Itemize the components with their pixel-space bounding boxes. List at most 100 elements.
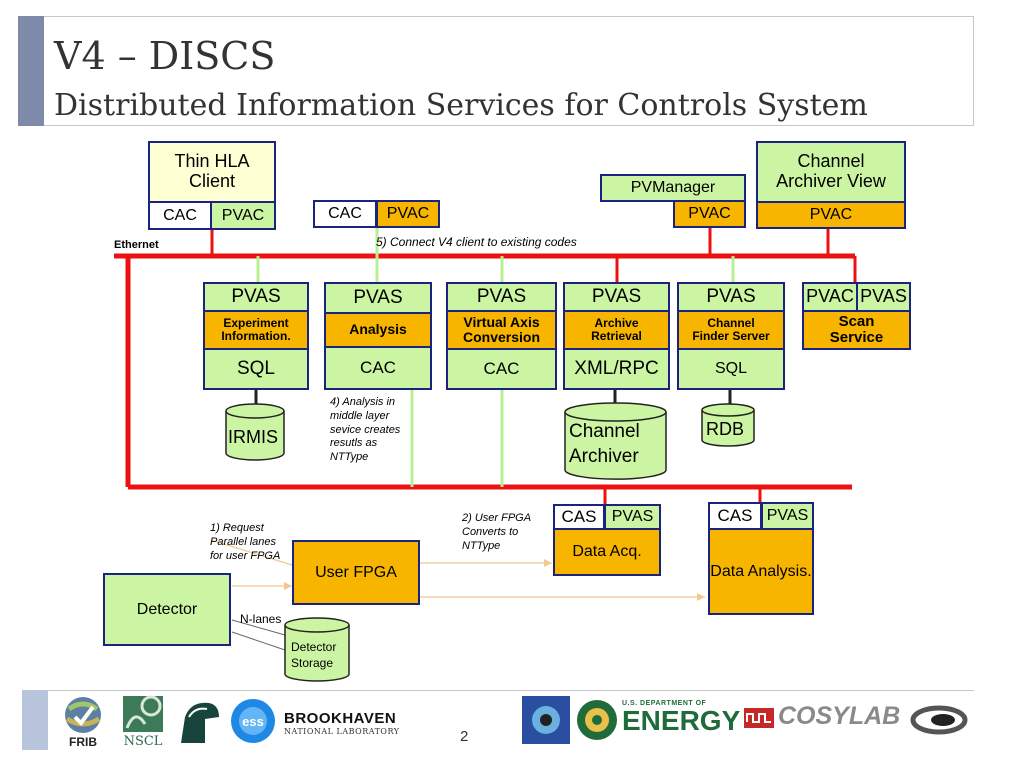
service-pvas: PVAS xyxy=(563,282,670,312)
service-name-line2: Information. xyxy=(221,329,291,343)
service-name-line2: Conversion xyxy=(462,329,540,345)
detector-storage-line1: Detector xyxy=(291,640,337,654)
service-backend: SQL xyxy=(677,348,785,390)
analysis-note-line: NTType xyxy=(330,451,369,463)
request-note: 1) Request Parallel lanes for user FPGA xyxy=(210,522,280,563)
irmis-database: IRMIS xyxy=(224,403,286,461)
service-name-line2: Finder Server xyxy=(692,329,770,343)
data-analysis-pvas: PVAS xyxy=(761,502,814,530)
fpga-note-line: NTType xyxy=(462,539,501,552)
virtual-axis-conversion-service: Virtual Axis Conversion xyxy=(446,310,557,350)
rdb-label: RDB xyxy=(706,419,745,439)
analysis-note-line: middle layer xyxy=(330,409,390,422)
nscl-text: NSCL xyxy=(123,733,163,749)
archiver-view-box: Channel Archiver View xyxy=(756,141,906,203)
doe-seal-logo xyxy=(574,694,620,746)
doe-big-text: ENERGY xyxy=(622,705,741,736)
brookhaven-subtext: NATIONAL LABORATORY xyxy=(284,727,400,736)
detector-storage: Detector Storage xyxy=(283,616,351,684)
irmis-label: IRMIS xyxy=(228,427,279,447)
thin-hla-pvac: PVAC xyxy=(210,201,276,230)
ethernet-label: Ethernet xyxy=(114,239,159,251)
scan-service: Scan Service xyxy=(802,310,911,350)
rdb-database: RDB xyxy=(700,402,756,448)
title-frame xyxy=(44,16,974,126)
footer-accent-bar xyxy=(22,690,48,750)
data-acq-box: Data Acq. xyxy=(553,528,661,576)
detector-storage-label: Detector Storage xyxy=(283,640,351,671)
pvmanager-box: PVManager xyxy=(600,174,746,202)
fpga-note-line: 2) User FPGA xyxy=(462,512,532,524)
thin-hla-line2: Client xyxy=(188,171,236,191)
page-subtitle: Distributed Information Services for Con… xyxy=(54,88,868,123)
swirl-icon xyxy=(910,705,968,735)
service-name-line1: Experiment xyxy=(223,315,289,330)
page-number: 2 xyxy=(460,728,469,745)
service-backend: CAC xyxy=(324,346,432,390)
archiver-view-line1: Channel xyxy=(797,151,865,172)
data-analysis-box: Data Analysis. xyxy=(708,528,814,615)
analysis-service: Analysis xyxy=(324,312,432,348)
thin-hla-client-box: Thin HLA Client xyxy=(148,141,276,203)
footer-line xyxy=(48,690,974,691)
cosylab-text: COSYLAB xyxy=(778,702,901,730)
doe-seal-icon xyxy=(577,700,617,740)
analysis-note-line: sevice creates xyxy=(330,423,401,436)
fpga-note: 2) User FPGA Converts to NTType xyxy=(462,512,531,553)
brookhaven-logo: BROOKHAVEN NATIONAL LABORATORY xyxy=(284,710,424,736)
nlanes-label: N-lanes xyxy=(240,612,282,626)
scan-service-line1: Scan xyxy=(838,312,875,330)
spartan-helmet-icon xyxy=(181,702,219,743)
user-fpga-box: User FPGA xyxy=(292,540,420,605)
service-pvas: PVAS xyxy=(324,282,432,314)
analysis-note-line: resutls as xyxy=(330,437,378,450)
top-client-pvac: PVAC xyxy=(376,200,440,228)
service-pvas: PVAS xyxy=(203,282,309,312)
thin-hla-line1: Thin HLA xyxy=(174,151,250,172)
scan-service-pvac: PVAC xyxy=(802,282,858,312)
nscl-symbol-icon xyxy=(123,695,163,732)
doe-small-text: U.S. DEPARTMENT OF xyxy=(622,700,707,707)
top-client-cac: CAC xyxy=(313,200,377,228)
detector-storage-line2: Storage xyxy=(291,655,334,670)
service-name-line2: Retrieval xyxy=(591,329,642,343)
swirl-logo xyxy=(908,698,970,742)
data-acq-cas: CAS xyxy=(553,504,605,530)
eye-logo xyxy=(520,694,572,746)
brookhaven-text: BROOKHAVEN xyxy=(284,710,397,727)
connect-note: 5) Connect V4 client to existing codes xyxy=(376,235,577,249)
service-name-line1: Virtual Axis xyxy=(463,313,540,330)
square-wave-icon xyxy=(746,713,771,723)
scan-service-line2: Service xyxy=(829,329,884,346)
pvmanager-pvac: PVAC xyxy=(673,200,746,228)
frib-globe-icon xyxy=(65,697,101,733)
ess-logo: ess xyxy=(228,696,278,746)
channel-archiver-line1: Channel xyxy=(569,421,640,442)
ess-circle-icon xyxy=(231,699,275,743)
service-backend: CAC xyxy=(446,348,557,390)
scan-service-pvas: PVAS xyxy=(856,282,911,312)
fpga-note-line: Converts to xyxy=(462,525,519,538)
page-title: V4 – DISCS xyxy=(54,34,276,78)
archiver-view-pvac: PVAC xyxy=(756,201,906,229)
thin-hla-cac: CAC xyxy=(148,201,212,230)
request-note-line: 1) Request xyxy=(210,522,264,534)
cosylab-icon xyxy=(744,708,774,728)
data-analysis-cas: CAS xyxy=(708,502,762,530)
service-name-line1: Channel xyxy=(707,315,755,330)
ess-text: ess xyxy=(242,713,264,729)
analysis-note-line: 4) Analysis in xyxy=(330,396,396,408)
service-pvas: PVAS xyxy=(677,282,785,312)
request-note-line: for user FPGA xyxy=(210,549,281,562)
service-backend: XML/RPC xyxy=(563,348,670,390)
experiment-information-service: Experiment Information. xyxy=(203,310,309,350)
detector-box: Detector xyxy=(103,573,231,646)
title-accent-bar xyxy=(18,16,44,126)
spartan-logo xyxy=(174,696,224,748)
analysis-note: 4) Analysis in middle layer sevice creat… xyxy=(330,396,400,465)
service-pvas: PVAS xyxy=(446,282,557,312)
frib-text: FRIB xyxy=(69,735,97,749)
channel-finder-server-service: Channel Finder Server xyxy=(677,310,785,350)
channel-archiver-line2: Archiver xyxy=(569,445,639,467)
